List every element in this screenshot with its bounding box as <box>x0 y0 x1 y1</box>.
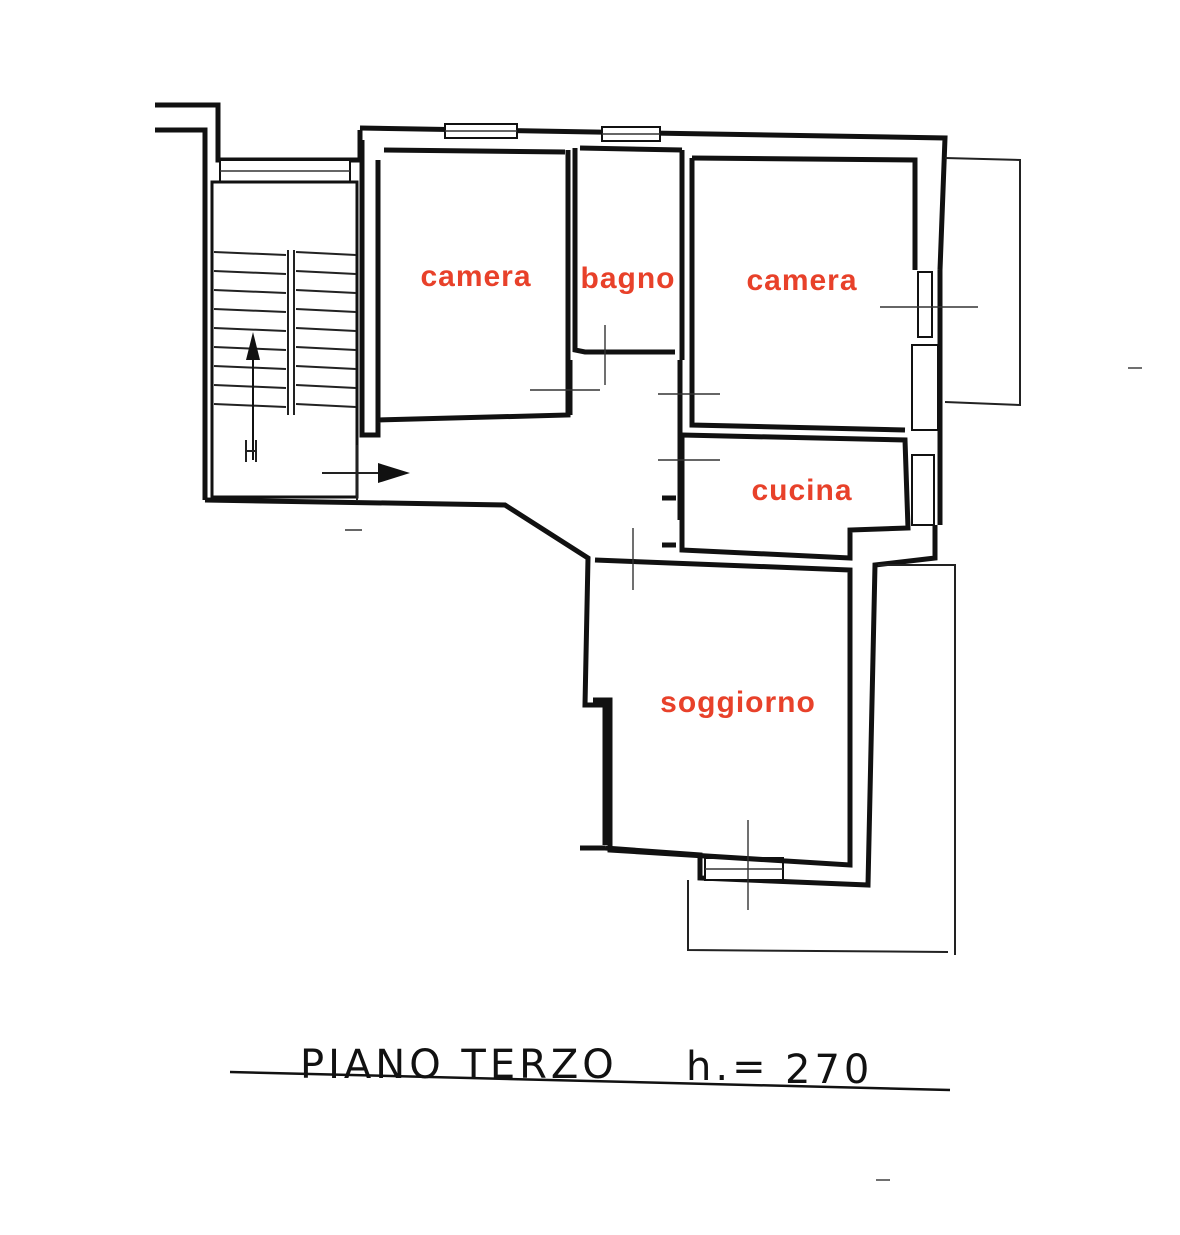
room-label-soggiorno: soggiorno <box>660 686 816 719</box>
room-label-camera-2: camera <box>746 264 857 297</box>
stair-step <box>213 384 287 389</box>
stair-step <box>295 403 357 408</box>
caption-floor: PIANO TERZO <box>300 1042 618 1088</box>
door-marks <box>345 306 1142 1181</box>
stair-step <box>213 308 287 313</box>
windows <box>219 123 939 881</box>
stair-step <box>295 365 357 370</box>
stair-step <box>295 384 357 389</box>
caption-height: 270 <box>785 1047 873 1093</box>
stair-step <box>213 327 287 332</box>
stair-arrow-icon <box>246 332 260 360</box>
stair-step <box>295 308 357 313</box>
interior-walls <box>359 140 918 868</box>
room-label-bagno: bagno <box>581 262 676 295</box>
stair-step <box>295 270 357 275</box>
stair-step <box>295 289 357 294</box>
room-label-cucina: cucina <box>751 474 852 507</box>
floor-caption: PIANO TERZO h.= 270 <box>229 1042 951 1093</box>
stair-step <box>295 346 357 351</box>
entrance-arrow <box>322 445 410 500</box>
balconies <box>687 157 1021 955</box>
entrance-arrow-icon <box>378 463 410 483</box>
stair-step <box>213 403 287 408</box>
stair-step <box>295 327 357 332</box>
stair-step <box>213 251 287 256</box>
stair-step <box>213 365 287 370</box>
room-label-camera-1: camera <box>420 260 531 293</box>
staircase <box>210 180 359 499</box>
stair-step <box>213 270 287 275</box>
stair-step <box>295 251 357 256</box>
stair-step <box>213 289 287 294</box>
caption-height-mark: h.= <box>686 1044 770 1090</box>
